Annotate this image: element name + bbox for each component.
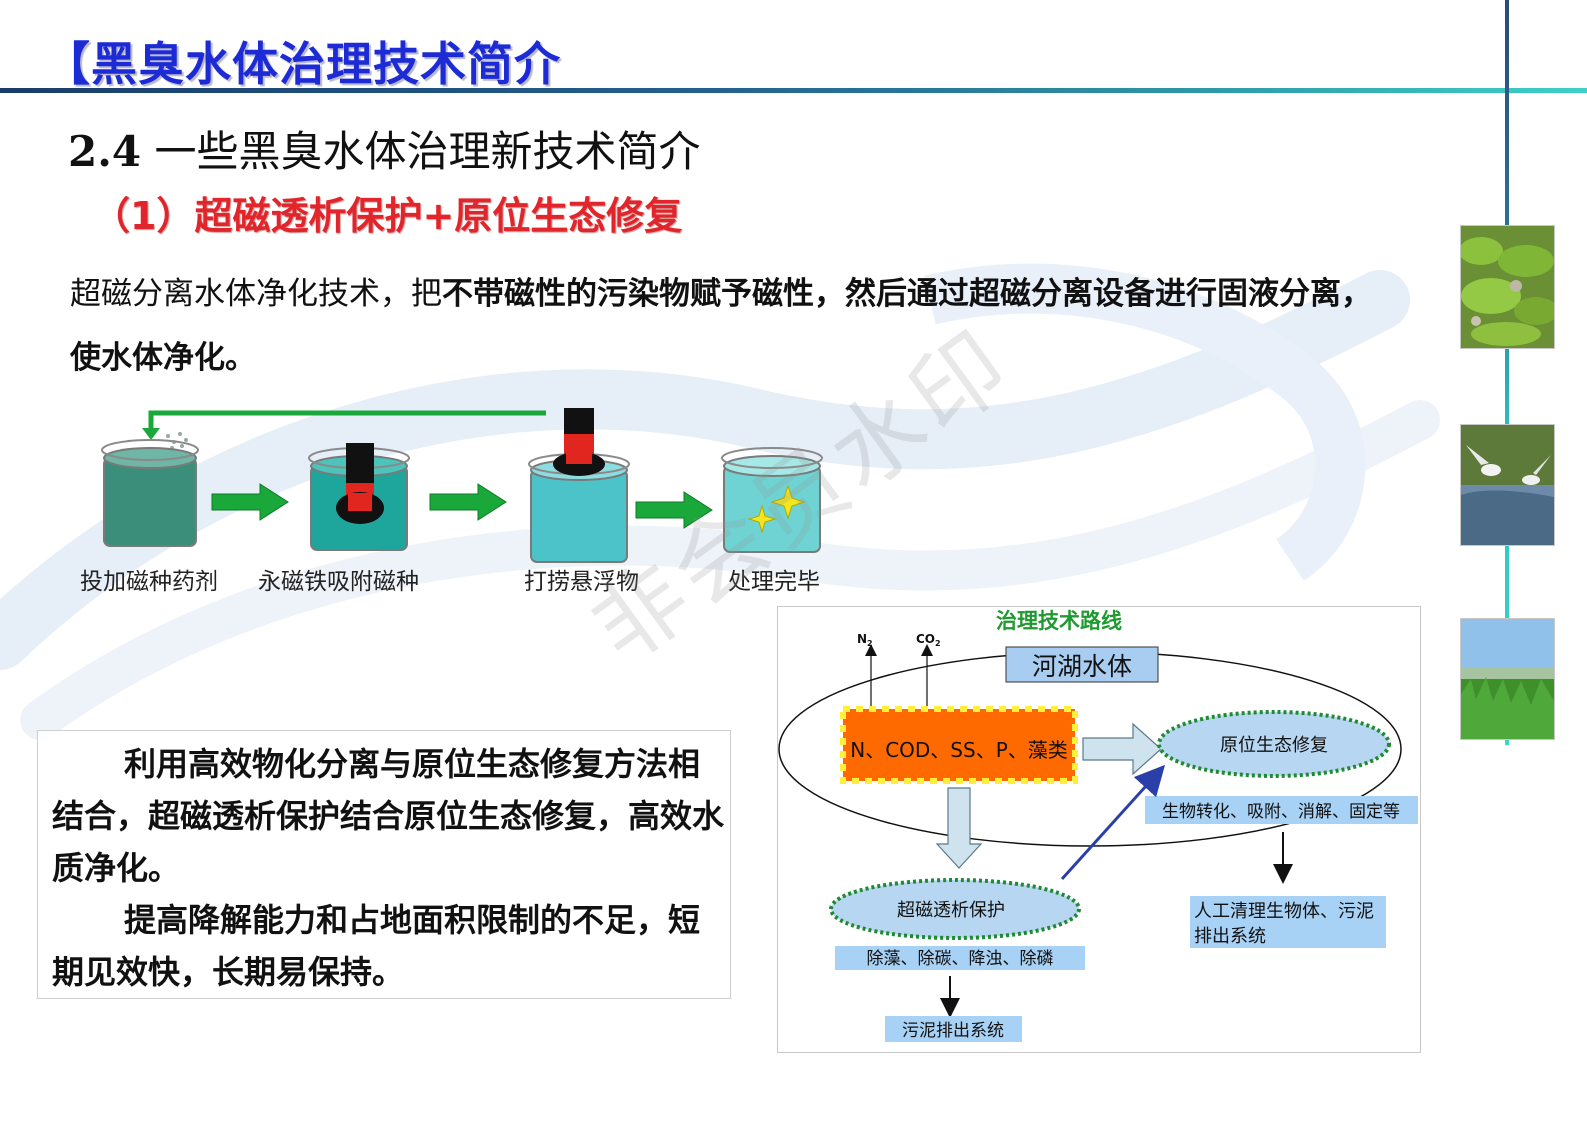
step-arrow-1 — [211, 483, 289, 521]
summary-paragraph-1: 利用高效物化分离与原位生态修复方法相结合，超磁透析保护结合原位生态修复，高效水质… — [52, 745, 725, 887]
section-number: 2.4 — [68, 127, 142, 176]
water-body-label: 河湖水体 — [1032, 652, 1132, 681]
manual-cleanup-box — [1190, 896, 1386, 948]
section-heading: 2.4 一些黑臭水体治理新技术简介 — [68, 118, 700, 179]
to-in-situ-diagonal-arrow — [1060, 764, 1166, 881]
beaker-magnet — [308, 443, 410, 551]
beaker-clean — [721, 447, 823, 553]
magnetic-ellipse — [829, 878, 1081, 940]
in-situ-label: 原位生态修复 — [1220, 735, 1328, 756]
sparkle-icon — [770, 484, 806, 520]
cranes-photo — [1460, 424, 1555, 546]
moss-photo — [1460, 225, 1555, 349]
sludge-box — [885, 1016, 1022, 1042]
to-in-situ-arrow — [1082, 722, 1162, 776]
tech-route-diagram: 治理技术路线 河湖水体 N2 CO2 N、COD、SS、P、藻类 原位生态修复 … — [778, 609, 1418, 1042]
process-step-label: 永磁铁吸附磁种 — [258, 569, 419, 595]
subsection-heading: （1）超磁透析保护+原位生态修复 — [92, 194, 683, 238]
return-arrow — [148, 410, 546, 430]
in-situ-desc-box — [1145, 796, 1418, 824]
step-arrow-3 — [635, 491, 713, 529]
summary-paragraph-2: 提高降解能力和占地面积限制的不足，短期见效快，长期易保持。 — [52, 901, 701, 991]
sludge-label: 污泥排出系统 — [902, 1021, 1004, 1041]
manual-cleanup-line1: 人工清理生物体、污泥 — [1194, 901, 1374, 922]
intro-bold-text: 不带磁性的污染物赋予磁性，然后通过超磁分离设备进行固液分离，使水体净化。 — [70, 276, 1372, 376]
vertical-accent-line — [1505, 0, 1509, 745]
wetland-photo — [1460, 618, 1555, 740]
manual-cleanup-line2: 排出系统 — [1194, 926, 1266, 947]
pollutant-label: N、COD、SS、P、藻类 — [850, 738, 1068, 762]
header-divider — [0, 88, 1587, 93]
process-step-label: 打捞悬浮物 — [524, 569, 639, 595]
sparkle-icon — [747, 504, 777, 534]
slide-title: 【黑臭水体治理技术简介 — [44, 37, 561, 91]
summary-text: 利用高效物化分离与原位生态修复方法相结合，超磁透析保护结合原位生态修复，高效水质… — [52, 738, 727, 998]
section-title: 一些黑臭水体治理新技术简介 — [154, 127, 701, 176]
water-body-box — [1005, 646, 1159, 683]
magnetic-label: 超磁透析保护 — [897, 900, 1005, 921]
process-step-label: 投加磁种药剂 — [80, 569, 218, 595]
to-magnetic-arrow — [935, 787, 983, 869]
process-step-label: 处理完毕 — [728, 569, 820, 595]
in-situ-ellipse — [1157, 710, 1391, 778]
diagram-title: 治理技术路线 — [996, 609, 1122, 633]
co2-label: CO2 — [916, 632, 941, 648]
magnetic-desc-box — [835, 946, 1085, 970]
pollutant-box — [840, 706, 1078, 784]
intro-plain-text: 超磁分离水体净化技术，把 — [70, 276, 442, 312]
intro-paragraph: 超磁分离水体净化技术，把不带磁性的污染物赋予磁性，然后通过超磁分离设备进行固液分… — [70, 262, 1400, 390]
beaker-dosing — [101, 439, 199, 547]
process-illustration — [101, 408, 823, 563]
magnetic-desc: 除藻、除碳、降浊、除磷 — [867, 949, 1054, 969]
in-situ-desc: 生物转化、吸附、消解、固定等 — [1162, 802, 1400, 822]
summary-box — [37, 730, 731, 999]
step-arrow-2 — [429, 483, 507, 521]
n2-label: N2 — [857, 632, 873, 648]
beaker-skimming — [528, 408, 630, 563]
